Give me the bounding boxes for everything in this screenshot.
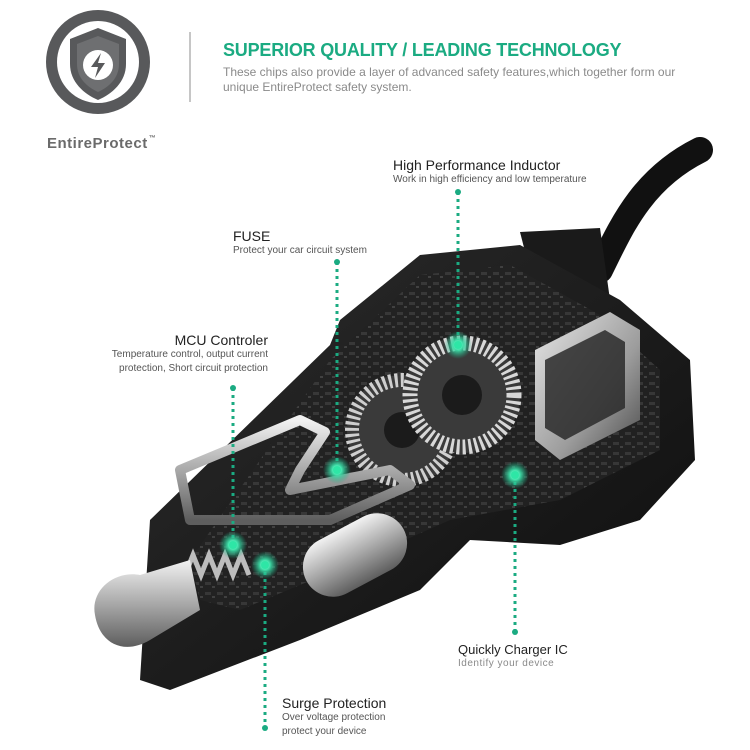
callout-title: High Performance Inductor <box>393 157 561 173</box>
callout-fuse: FUSE Protect your car circuit system <box>233 228 367 258</box>
callout-desc: Protect your car circuit system <box>233 245 367 256</box>
callout-desc-line1: Temperature control, output current <box>111 349 268 360</box>
contact-tip <box>94 560 200 647</box>
callout-desc: Work in high efficiency and low temperat… <box>393 174 587 185</box>
trademark-mark: ™ <box>148 135 157 142</box>
callout-desc-line2: protection, Short circuit protection <box>119 363 268 374</box>
inductor-coils <box>345 335 522 487</box>
callout-desc-line2: protect your device <box>282 726 367 737</box>
callout-title: MCU Controler <box>174 332 268 348</box>
header-divider <box>189 32 191 102</box>
callout-title: FUSE <box>233 228 271 244</box>
page-title: SUPERIOR QUALITY / LEADING TECHNOLOGY <box>223 40 622 60</box>
spring <box>182 548 252 582</box>
callout-mcu: MCU Controler Temperature control, outpu… <box>100 332 268 376</box>
callout-title: Surge Protection <box>282 695 387 711</box>
cable <box>587 137 713 283</box>
highlight-markers <box>219 189 529 731</box>
page-description: These chips also provide a layer of adva… <box>223 65 676 94</box>
brand-name: EntireProtect™ <box>47 135 157 152</box>
callout-desc-line1: Over voltage protection <box>282 712 386 723</box>
callout-inductor: High Performance Inductor Work in high e… <box>393 157 587 187</box>
entireprotect-badge <box>46 10 150 114</box>
callout-desc: Identify your device <box>458 658 555 669</box>
callout-title: Quickly Charger IC <box>458 642 568 657</box>
leader-lines <box>231 192 517 728</box>
shield-bolt-icon <box>70 28 126 100</box>
callout-charger-ic: Quickly Charger IC Identify your device <box>458 642 568 671</box>
callout-surge: Surge Protection Over voltage protection… <box>282 695 386 739</box>
side-contact <box>302 513 408 597</box>
